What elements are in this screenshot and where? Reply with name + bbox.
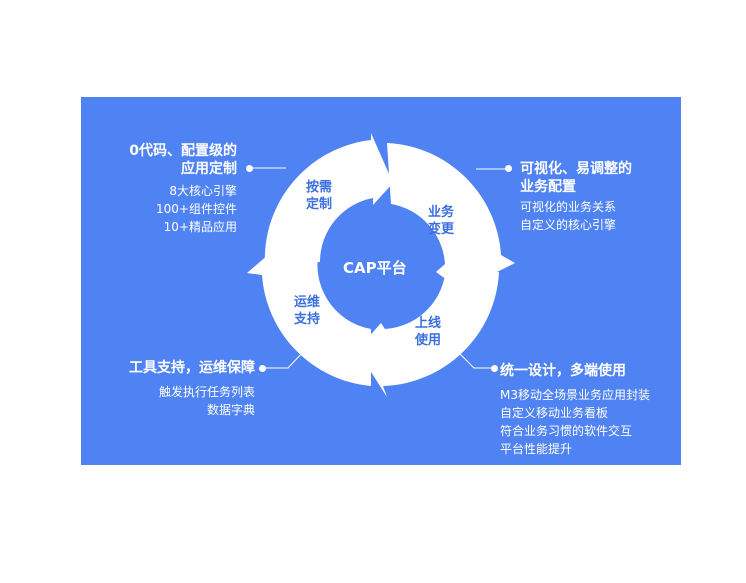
callout-list-top-left: 8大核心引擎 100+组件控件 10+精品应用: [156, 182, 237, 236]
callout-list-bottom-left: 触发执行任务列表 数据字典: [159, 383, 255, 419]
list-item: 触发执行任务列表: [158, 385, 255, 399]
segment-label-bottom-right: 上线使用: [415, 316, 442, 348]
center-label: CAP平台: [343, 259, 407, 277]
list-item: 8大核心引擎: [169, 184, 237, 198]
connector-bottom-right: [454, 348, 495, 369]
cycle-ring: [247, 133, 515, 397]
list-item: 符合业务习惯的软件交互: [500, 424, 633, 438]
callout-list-top-right: 可视化的业务关系 自定义的核心引擎: [520, 198, 616, 234]
connector-dot-bottom-right: [491, 365, 498, 372]
callout-title-bottom-left: 工具支持，运维保障: [129, 360, 255, 376]
segment-label-bottom-left: 运维支持: [294, 295, 321, 327]
connector-dot-bottom-left: [259, 365, 266, 372]
segment-arrow-top-left: [264, 133, 393, 266]
connector-dot-top-right: [505, 165, 512, 172]
list-item: 平台性能提升: [500, 442, 573, 456]
segment-label-top-left: 按需定制: [306, 180, 333, 212]
list-item: 自定义的核心引擎: [520, 218, 617, 232]
list-item: 10+精品应用: [163, 220, 237, 234]
callout-title-bottom-right: 统一设计，多端使用: [500, 363, 626, 379]
list-item: 自定义移动业务看板: [500, 406, 609, 420]
list-item: 可视化的业务关系: [520, 200, 617, 214]
list-item: M3移动全场景业务应用封装: [500, 388, 650, 402]
segment-arrow-bottom-left: [247, 235, 371, 386]
callout-list-bottom-right: M3移动全场景业务应用封装 自定义移动业务看板 符合业务习惯的软件交互 平台性能…: [500, 386, 650, 458]
callout-title-top-right: 可视化、易调整的 业务配置: [520, 161, 632, 195]
diagram-panel: CAP平台 按需定制 业务变更 上线使用 运维支持 0代码、配置级的 应用定制 …: [81, 97, 681, 465]
segment-label-top-right: 业务变更: [428, 205, 455, 237]
list-item: 数据字典: [206, 403, 255, 417]
connector-lines: [250, 167, 509, 369]
connector-bottom-left: [263, 348, 307, 369]
list-item: 100+组件控件: [156, 202, 237, 216]
connector-dot-top-left: [246, 165, 253, 172]
segment-arrow-bottom-right: [357, 272, 499, 397]
segment-arrow-top-right: [387, 143, 515, 290]
callout-title-top-left: 0代码、配置级的 应用定制: [129, 143, 237, 177]
